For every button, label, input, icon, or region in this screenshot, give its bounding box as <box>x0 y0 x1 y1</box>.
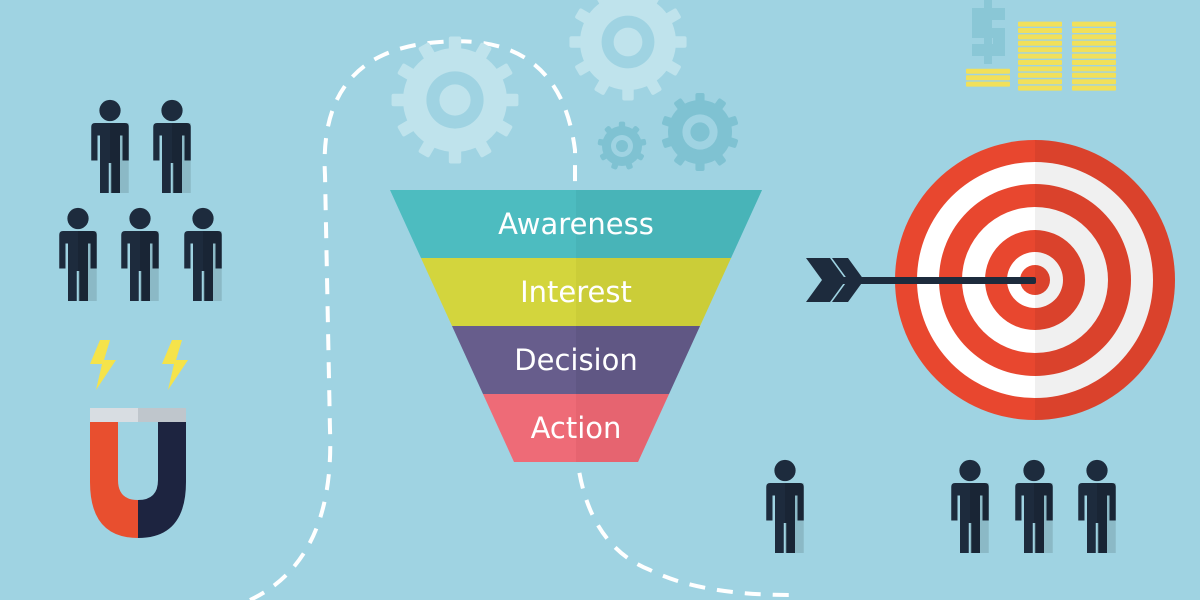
person-icon <box>121 207 159 301</box>
arrow-icon <box>806 258 1036 302</box>
person-icon <box>1015 459 1053 553</box>
funnel-label: Action <box>531 411 622 445</box>
funnel-band-shade <box>576 258 731 326</box>
person-icon <box>59 207 97 301</box>
gear-icon <box>569 0 687 101</box>
funnel-label: Decision <box>514 343 637 377</box>
people-group-left <box>59 99 222 301</box>
dashed-path <box>249 39 791 600</box>
funnel-band-shade <box>576 326 700 394</box>
funnel-stage-interest: Interest <box>421 258 731 326</box>
person-icon <box>184 207 222 301</box>
gears-group <box>391 0 739 172</box>
funnel-stage-decision: Decision <box>452 326 700 394</box>
person-icon <box>91 99 129 193</box>
funnel-band-shade <box>576 190 762 258</box>
money-group <box>966 0 1116 91</box>
gear-icon <box>391 36 519 164</box>
coin-stack-icon <box>966 21 1116 91</box>
person-icon <box>153 99 191 193</box>
funnel-stage-action: Action <box>483 394 669 462</box>
funnel-label: Awareness <box>498 207 654 241</box>
funnel-band-shade <box>576 394 669 462</box>
magnet-icon <box>90 408 186 538</box>
funnel-label: Interest <box>520 275 632 309</box>
lightning-bolt-icon <box>90 340 188 390</box>
person-icon <box>951 459 989 553</box>
gear-icon <box>597 121 647 170</box>
people-group-right <box>766 459 1116 553</box>
dollar-sign-icon <box>972 0 1005 64</box>
person-icon <box>766 459 804 553</box>
person-icon <box>1078 459 1116 553</box>
gear-icon <box>661 92 739 172</box>
funnel-stage-awareness: Awareness <box>390 190 762 258</box>
